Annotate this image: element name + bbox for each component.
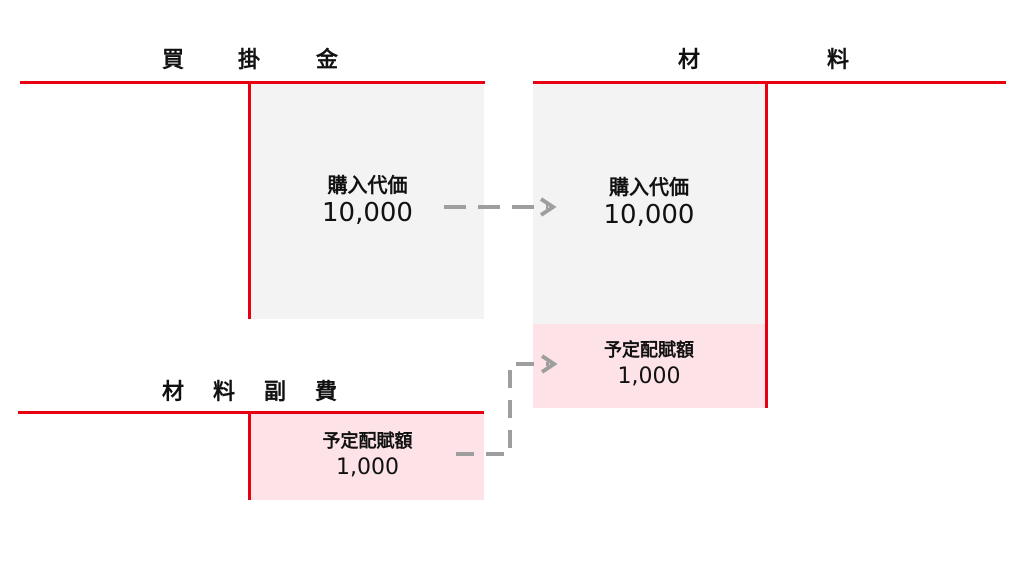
entry-value: 1,000: [336, 455, 399, 481]
incidental-costs-credit-entry: 予定配賦額 1,000: [251, 414, 484, 500]
entry-label: 購入代価: [327, 172, 408, 197]
accounts-payable-title-char-3: 金: [316, 48, 339, 73]
materials-center-line: [765, 81, 768, 408]
materials-title-char-2: 料: [827, 48, 850, 73]
accounts-payable-center-line: [248, 81, 251, 319]
entry-value: 10,000: [322, 197, 413, 228]
entry-value: 1,000: [617, 364, 681, 390]
entry-label: 予定配賦額: [604, 339, 694, 361]
incidental-costs-title-char-1: 材: [162, 380, 185, 405]
incidental-costs-title-char-2: 料: [213, 380, 236, 405]
materials-title-char-1: 材: [678, 48, 701, 73]
incidental-costs-center-line: [248, 411, 251, 500]
materials-top-line: [533, 81, 1006, 84]
accounts-payable-credit-entry: 購入代価 10,000: [251, 84, 484, 319]
accounts-payable-title-char-2: 掛: [238, 48, 261, 73]
incidental-costs-title-char-4: 費: [315, 380, 338, 405]
entry-label: 購入代価: [609, 175, 689, 200]
accounts-payable-top-line: [20, 81, 485, 84]
entry-label: 予定配賦額: [322, 430, 413, 452]
incidental-costs-top-line: [18, 411, 484, 414]
materials-debit-purchase-entry: 購入代価 10,000: [533, 84, 765, 324]
materials-debit-allocation-entry: 予定配賦額 1,000: [533, 324, 765, 408]
incidental-costs-title-char-3: 副: [264, 380, 287, 405]
entry-value: 10,000: [603, 200, 695, 231]
accounts-payable-title-char-1: 買: [162, 48, 185, 73]
